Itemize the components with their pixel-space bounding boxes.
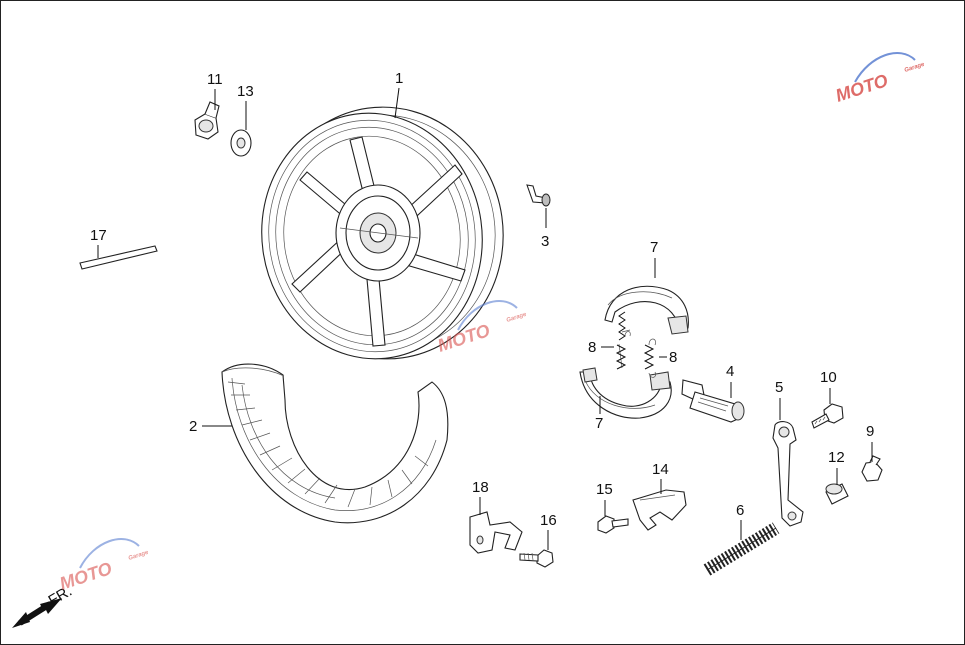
part-14-bracket xyxy=(632,489,687,531)
watermark-logo: MOTO Garage xyxy=(833,52,926,106)
label-11: 11 xyxy=(207,71,223,88)
part-9-cap xyxy=(861,455,883,482)
part-2-tire xyxy=(221,363,449,524)
svg-text:Garage: Garage xyxy=(128,550,150,562)
part-18-cable-holder xyxy=(469,511,523,554)
label-3: 3 xyxy=(541,233,549,250)
label-16: 16 xyxy=(540,512,557,529)
part-7-brake-shoe-lower xyxy=(579,367,672,419)
front-direction-arrow-icon xyxy=(12,598,62,628)
part-11-nut xyxy=(194,101,220,140)
svg-text:MOTO: MOTO xyxy=(833,70,890,106)
part-13-washer xyxy=(230,129,252,157)
part-10-bolt xyxy=(811,403,844,429)
part-15-screw xyxy=(597,515,629,534)
watermark-logo: MOTO Garage xyxy=(57,538,150,594)
part-7-brake-shoe-upper xyxy=(604,285,689,335)
label-15: 15 xyxy=(596,481,613,498)
part-3-valve xyxy=(526,184,551,207)
part-1-wheel-rim xyxy=(261,106,504,360)
label-7a: 7 xyxy=(650,239,658,256)
label-18: 18 xyxy=(472,479,489,496)
part-17-strip xyxy=(79,245,158,270)
label-8b: 8 xyxy=(669,349,677,366)
svg-text:MOTO: MOTO xyxy=(57,558,114,594)
part-8-spring-left xyxy=(615,311,631,370)
label-13: 13 xyxy=(237,83,254,100)
part-12-collar xyxy=(825,483,849,505)
label-10: 10 xyxy=(820,369,837,386)
part-8-spring-right xyxy=(643,338,656,378)
label-6: 6 xyxy=(736,502,744,519)
label-12: 12 xyxy=(828,449,845,466)
svg-text:Garage: Garage xyxy=(904,62,926,74)
part-5-brake-arm xyxy=(772,421,804,527)
label-14: 14 xyxy=(652,461,669,478)
label-7b: 7 xyxy=(595,415,603,432)
part-4-brake-cam xyxy=(681,379,745,423)
label-5: 5 xyxy=(775,379,783,396)
label-1: 1 xyxy=(395,70,403,87)
svg-text:Garage: Garage xyxy=(506,312,528,324)
part-6-return-spring xyxy=(703,522,780,576)
label-9: 9 xyxy=(866,423,874,440)
part-16-bolt xyxy=(519,549,554,568)
label-4: 4 xyxy=(726,363,734,380)
label-2: 2 xyxy=(189,418,197,435)
label-17: 17 xyxy=(90,227,107,244)
label-8a: 8 xyxy=(588,339,596,356)
